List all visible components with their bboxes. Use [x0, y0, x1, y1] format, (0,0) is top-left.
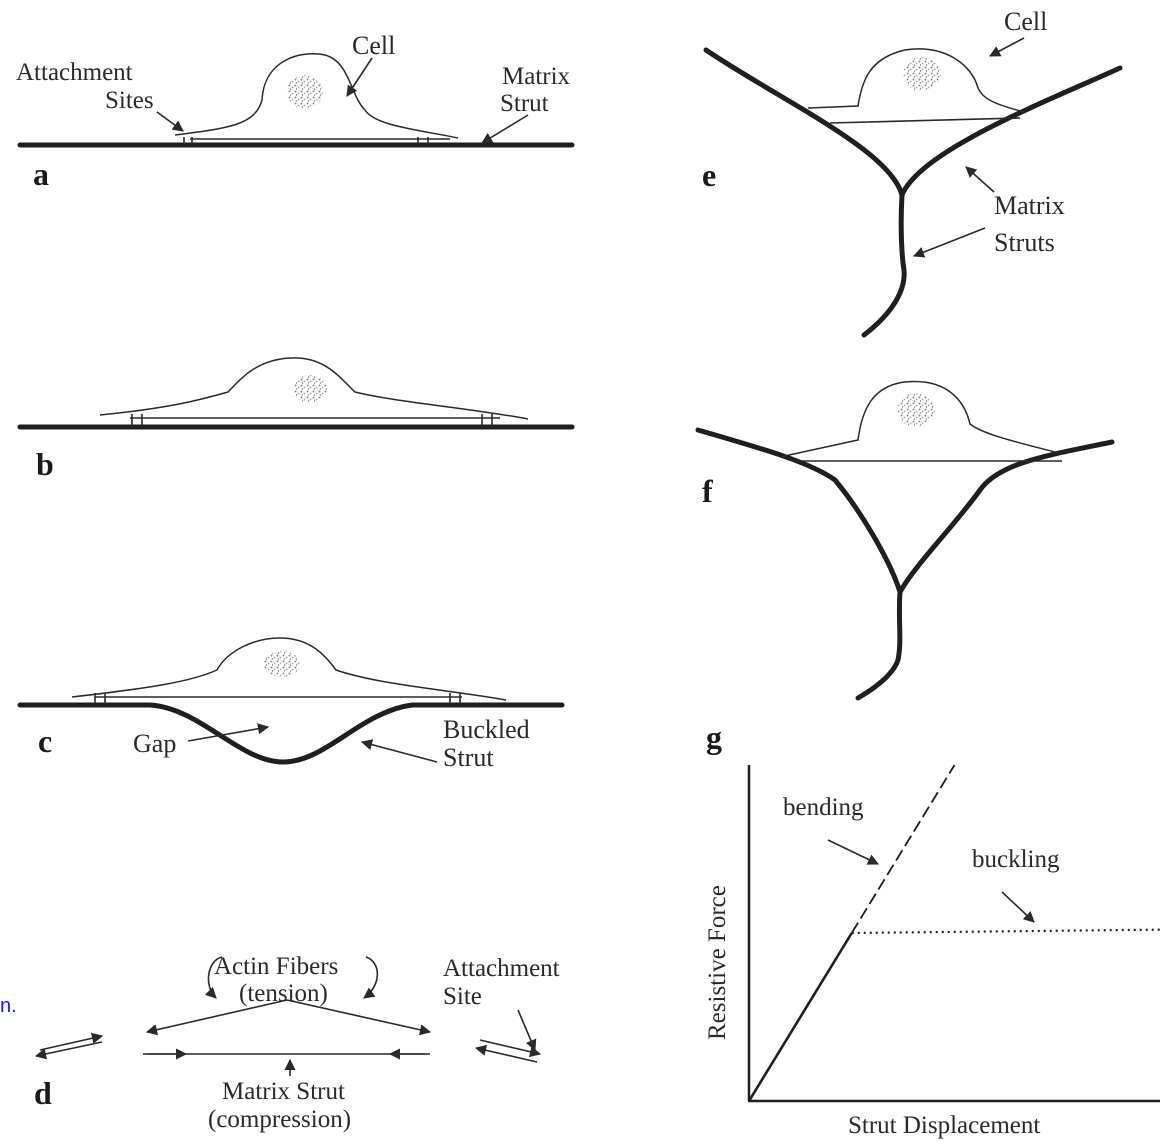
cell-outline — [779, 380, 1063, 458]
panel-letter: d — [34, 1075, 52, 1111]
gap-pointer-arrow — [187, 723, 270, 742]
struts-label-2: Struts — [994, 228, 1055, 257]
buckled-strut-line — [17, 702, 565, 765]
matrix-label-2: Strut — [500, 90, 549, 117]
panel-letter: a — [33, 156, 49, 192]
panel-letter: b — [36, 446, 54, 482]
panel-c: Gap Buckled Strut c — [17, 637, 565, 772]
y-axis-label: Resistive Force — [704, 885, 731, 1040]
bending-pointer-arrow — [827, 839, 880, 865]
cell-pointer-arrow — [346, 57, 373, 97]
gap-label: Gap — [133, 729, 176, 758]
cell-pointer-arrow — [989, 37, 1025, 57]
actin-label-2: (tension) — [239, 980, 328, 1007]
lower-matrix-strut — [861, 192, 907, 338]
panel-g: g bending buckling Strut Displacement Re… — [704, 719, 1161, 1139]
right-force-arrow-in — [474, 1044, 538, 1063]
attachment-site-label-1: Attachment — [443, 955, 560, 982]
strut-pointer-arrow-lower — [912, 227, 986, 258]
attachment-pointer-arrow — [156, 111, 184, 132]
panel-letter: c — [38, 723, 52, 759]
actin-fiber-line — [829, 117, 1021, 124]
panel-e: Cell Matrix Struts e — [702, 7, 1123, 338]
side-link-text[interactable]: n. — [0, 995, 17, 1017]
buckling-label: buckling — [972, 846, 1060, 873]
matrix-strut-label-1: Matrix Strut — [222, 1078, 345, 1105]
panel-b: b — [17, 357, 575, 482]
actin-label-1: Actin Fibers — [214, 953, 338, 980]
cell-outline — [807, 48, 1025, 113]
panel-letter: f — [702, 473, 713, 509]
nucleus — [903, 57, 941, 91]
panel-a: Cell Attachment Sites Matrix Strut a — [16, 31, 575, 192]
attachment-sites — [131, 414, 493, 427]
right-force-arrow-out — [479, 1039, 542, 1058]
series-bending-line — [850, 764, 956, 934]
attachment-sites — [94, 693, 461, 705]
left-force-arrow-out — [34, 1041, 103, 1060]
chart-marks — [747, 764, 1161, 1102]
left-force-arrow-in — [39, 1032, 104, 1051]
nucleus — [287, 75, 323, 109]
cell-outline — [71, 637, 507, 701]
attachment-sites — [183, 137, 429, 145]
lower-matrix-strut — [855, 589, 903, 701]
matrix-label-1: Matrix — [502, 63, 571, 90]
nucleus — [264, 651, 300, 677]
strut-pointer-arrow-upper — [965, 166, 995, 193]
actin-curved-arrow-left — [204, 956, 223, 999]
actin-curved-arrow-right — [363, 956, 379, 999]
left-matrix-strut — [695, 427, 903, 595]
cell-label: Cell — [1004, 7, 1047, 36]
bending-label: bending — [783, 794, 864, 821]
panel-d: Actin Fibers (tension) Attachment Site M… — [34, 953, 560, 1133]
series-buckling-line — [851, 928, 1161, 935]
left-matrix-strut — [703, 47, 905, 198]
right-matrix-strut — [899, 65, 1123, 198]
right-matrix-strut — [897, 439, 1115, 595]
buckled-label-1: Buckled — [443, 715, 530, 744]
strut-pointer-arrow — [481, 114, 529, 144]
cell-outline — [99, 357, 529, 420]
panel-f: f — [695, 380, 1115, 701]
panel-letter: e — [702, 157, 716, 193]
attachment-site-label-2: Site — [443, 983, 482, 1010]
actin-tension-arrow-right — [286, 999, 432, 1036]
cell-label: Cell — [352, 31, 395, 60]
attachment-label-2: Sites — [105, 87, 154, 114]
nucleus — [897, 393, 935, 427]
actin-tension-arrow-left — [145, 999, 288, 1036]
attachment-label-1: Attachment — [16, 59, 133, 86]
cell-outline — [174, 53, 459, 139]
panel-letter: g — [706, 719, 722, 755]
x-axis-label: Strut Displacement — [848, 1112, 1040, 1139]
buckled-label-2: Strut — [443, 743, 494, 772]
series-shared-linear-segment — [747, 932, 853, 1102]
buckled-pointer-arrow — [360, 739, 438, 763]
attachment-site-pointer-arrow — [517, 1009, 537, 1052]
nucleus — [293, 375, 327, 403]
struts-label-1: Matrix — [994, 191, 1065, 220]
buckling-pointer-arrow — [1001, 891, 1035, 923]
matrix-strut-label-2: (compression) — [208, 1106, 351, 1133]
